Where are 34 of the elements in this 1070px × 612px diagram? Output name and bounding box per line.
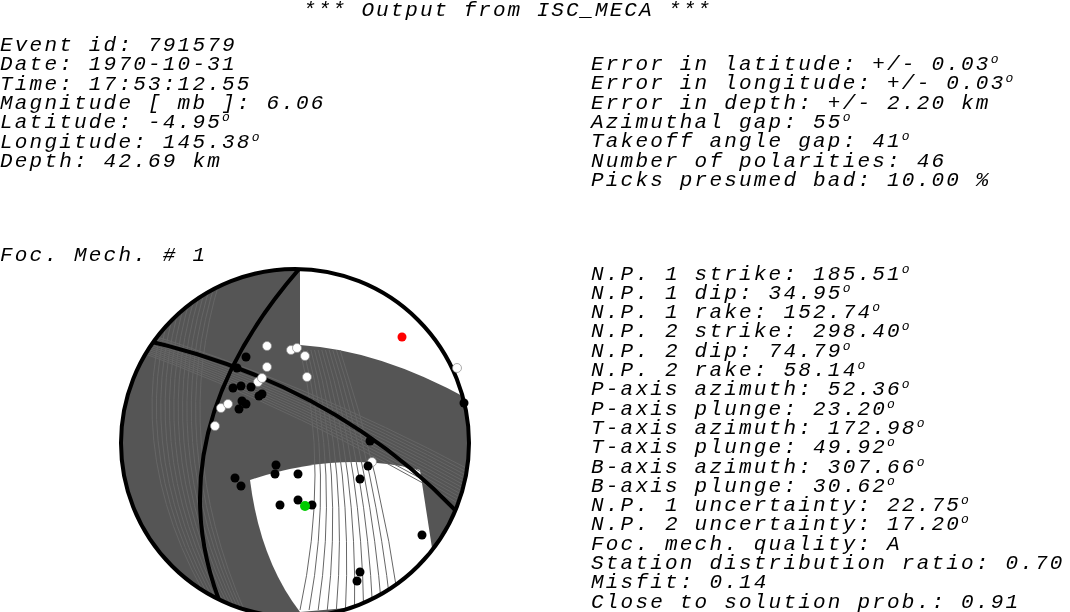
parameter-text: Time: 17:53:12.55 [0,74,252,94]
parameter-text: Error in latitude: +/- 0.03$^{o}$ [591,55,999,75]
parameter-text: Picks presumed bad: 10.00 % [591,170,991,191]
parameter-text: Takeoff angle gap: 41$^{o}$ [591,132,910,152]
parameter-text: Close to solution prob.: 0.91 [591,592,1021,612]
parameter-text: N.P. 2 uncertainty: 17.20$^{o}$ [591,515,969,535]
parameter-text: N.P. 1 strike: 185.51$^{o}$ [591,264,910,284]
parameter-text: Magnitude [ mb ]: 6.06 [0,93,326,114]
parameter-text: B-axis plunge: 30.62$^{o}$ [591,476,895,497]
parameter-text: Error in longitude: +/- 0.03$^{o}$ [591,74,1014,94]
parameter-text: Number of polarities: 46 [591,151,947,171]
parameter-text: Misfit: 0.14 [591,573,769,593]
parameter-text: Longitude: 145.38$^{o}$ [0,132,260,152]
parameter-text: Foc. Mech. # 1 [0,246,208,266]
parameter-text: Foc. mech. quality: A [591,534,902,554]
parameter-text: Date: 1970-10-31 [0,55,237,75]
parameter-text: N.P. 1 dip: 34.95$^{o}$ [591,283,851,304]
parameter-text: N.P. 1 rake: 152.74$^{o}$ [591,303,881,323]
parameter-text: N.P. 2 strike: 298.40$^{o}$ [591,322,910,342]
parameter-text: Error in depth: +/- 2.20 km [591,93,991,113]
parameter-text: B-axis azimuth: 307.66$^{o}$ [591,457,925,477]
parameter-text: P-axis azimuth: 52.36$^{o}$ [591,380,910,400]
title: *** Output from ISC_MECA *** [302,1,713,20]
parameter-text: T-axis azimuth: 172.98$^{o}$ [591,418,925,439]
parameter-text: Latitude: -4.95$^{o}$ [0,113,230,133]
parameter-text: Azimuthal gap: 55$^{o}$ [591,112,851,133]
parameter-text: Event id: 791579 [0,36,237,56]
parameter-text: P-axis plunge: 23.20$^{o}$ [591,399,895,419]
parameter-text: N.P. 2 rake: 58.14$^{o}$ [591,361,866,381]
parameter-text: N.P. 1 uncertainty: 22.75$^{o}$ [591,496,969,516]
parameter-text: Depth: 42.69 km [0,151,223,172]
parameter-text: Station distribution ratio: 0.70 [591,554,1065,574]
parameter-text: N.P. 2 dip: 74.79$^{o}$ [591,341,851,361]
parameter-text: T-axis plunge: 49.92$^{o}$ [591,438,895,458]
